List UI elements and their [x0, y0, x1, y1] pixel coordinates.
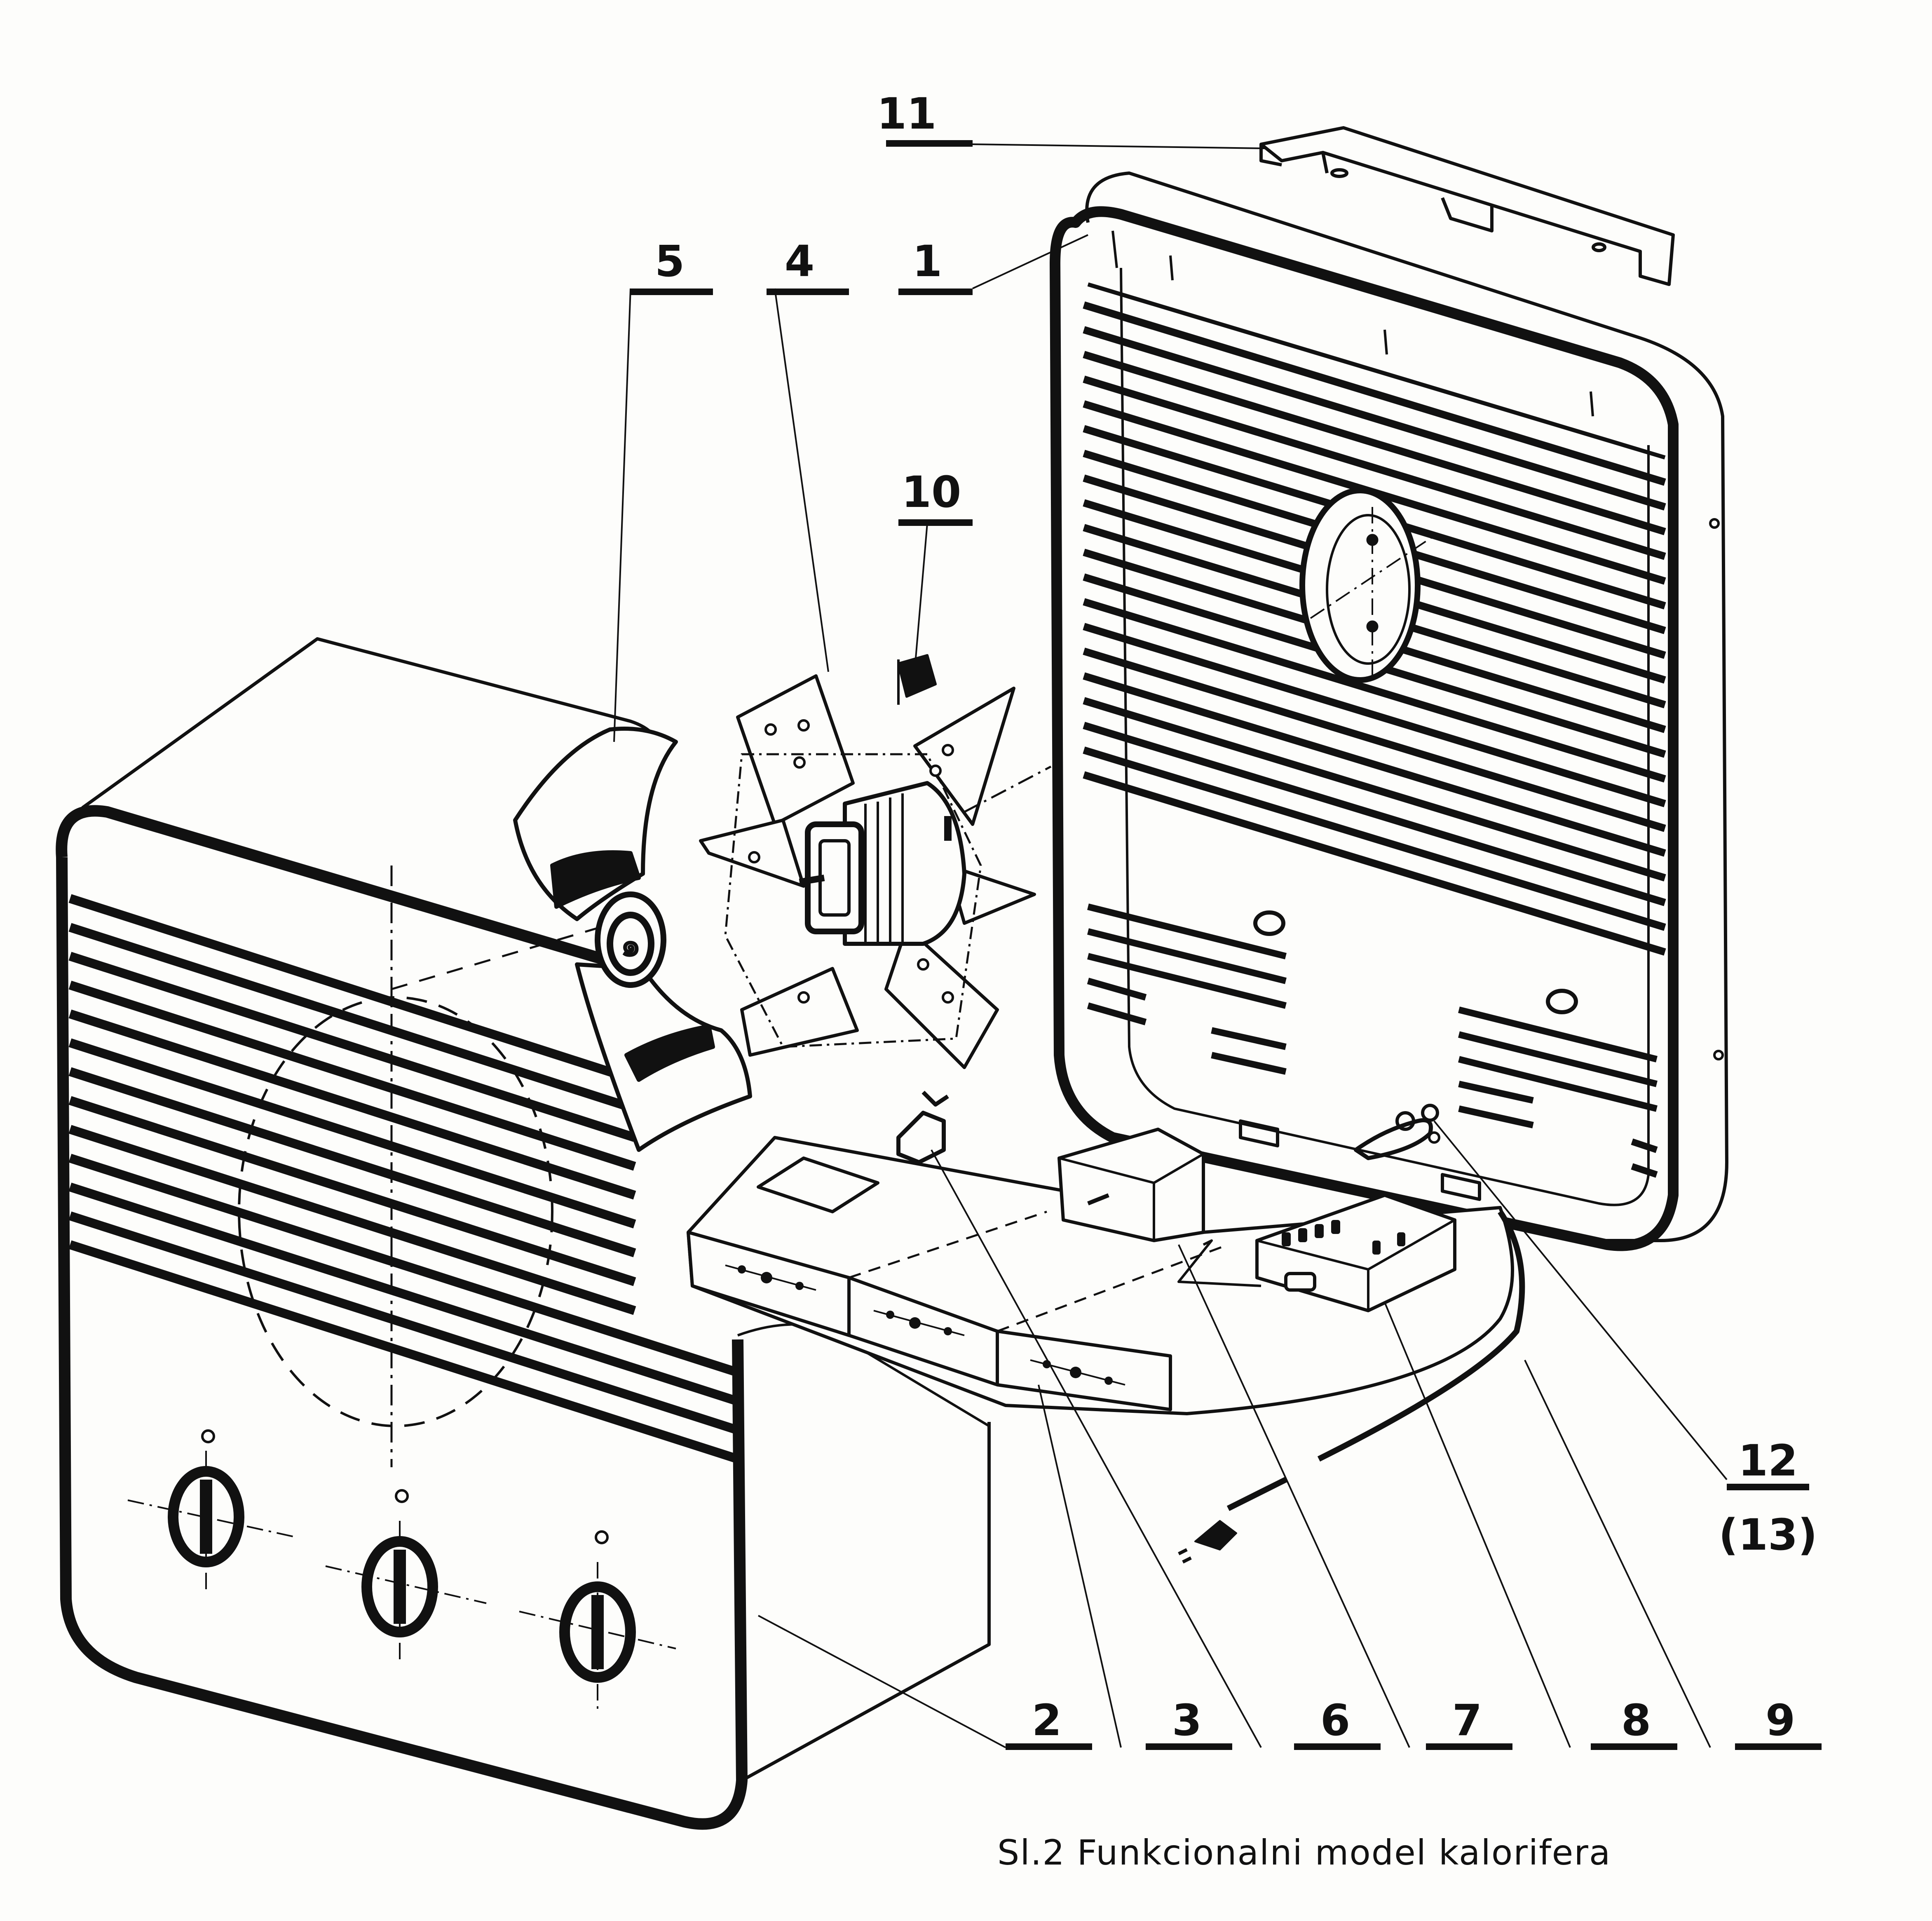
callout-6: 6	[1294, 1695, 1381, 1750]
callout-3: 3	[1146, 1695, 1232, 1750]
fan-impeller: ๑	[513, 727, 752, 1152]
leader-lines	[613, 143, 1728, 1748]
callout-5: 5	[631, 236, 713, 295]
callout-1: 1	[898, 236, 973, 295]
callout-8-number: 8	[1621, 1695, 1651, 1745]
svg-text:๑: ๑	[620, 926, 641, 964]
callout-2-number: 2	[1032, 1695, 1062, 1745]
thermostat-box	[1057, 1128, 1205, 1242]
callout-5-number: 5	[655, 236, 685, 286]
callout-11: 11	[877, 89, 973, 147]
base-control-unit	[687, 1091, 1525, 1564]
callout-7: 7	[1426, 1695, 1512, 1750]
callout-4: 4	[767, 236, 849, 295]
callout-3-number: 3	[1172, 1695, 1202, 1745]
figure-caption: Sl.2 Funkcionalni model kalorifera	[997, 1832, 1611, 1873]
callout-9: 9	[1735, 1695, 1822, 1750]
callout-12: 12 (13)	[1719, 1435, 1817, 1560]
callout-8: 8	[1591, 1695, 1677, 1750]
motor-mount-ring	[1299, 488, 1421, 683]
control-knobs	[127, 1429, 676, 1710]
callout-7-number: 7	[1452, 1695, 1482, 1745]
callout-9-number: 9	[1766, 1695, 1795, 1745]
callout-labels: 11 1 4 5 10 12 (13) 2 3	[631, 89, 1822, 1750]
knob-2	[361, 1536, 438, 1637]
front-casing-louvres	[68, 894, 739, 1464]
knob-1	[168, 1466, 244, 1567]
top-mounting-rail	[1259, 126, 1675, 286]
callout-2: 2	[1006, 1695, 1092, 1750]
power-plug	[1194, 1520, 1237, 1550]
power-cable	[1317, 1210, 1525, 1462]
rear-panel-frame	[1050, 206, 1679, 1251]
connector-block	[897, 654, 937, 705]
callout-10-number: 10	[902, 467, 961, 517]
callout-10: 10	[898, 467, 973, 526]
callout-11-number: 11	[877, 89, 937, 139]
callout-12-number: 12	[1738, 1435, 1798, 1486]
callout-6-number: 6	[1320, 1695, 1350, 1745]
callout-1-number: 1	[912, 236, 942, 286]
callout-4-number: 4	[785, 236, 814, 286]
rear-panel	[1050, 171, 1728, 1251]
motor-assembly	[699, 674, 1052, 1069]
callout-13-number: (13)	[1719, 1510, 1817, 1560]
fan-opening-outline	[238, 996, 553, 1427]
